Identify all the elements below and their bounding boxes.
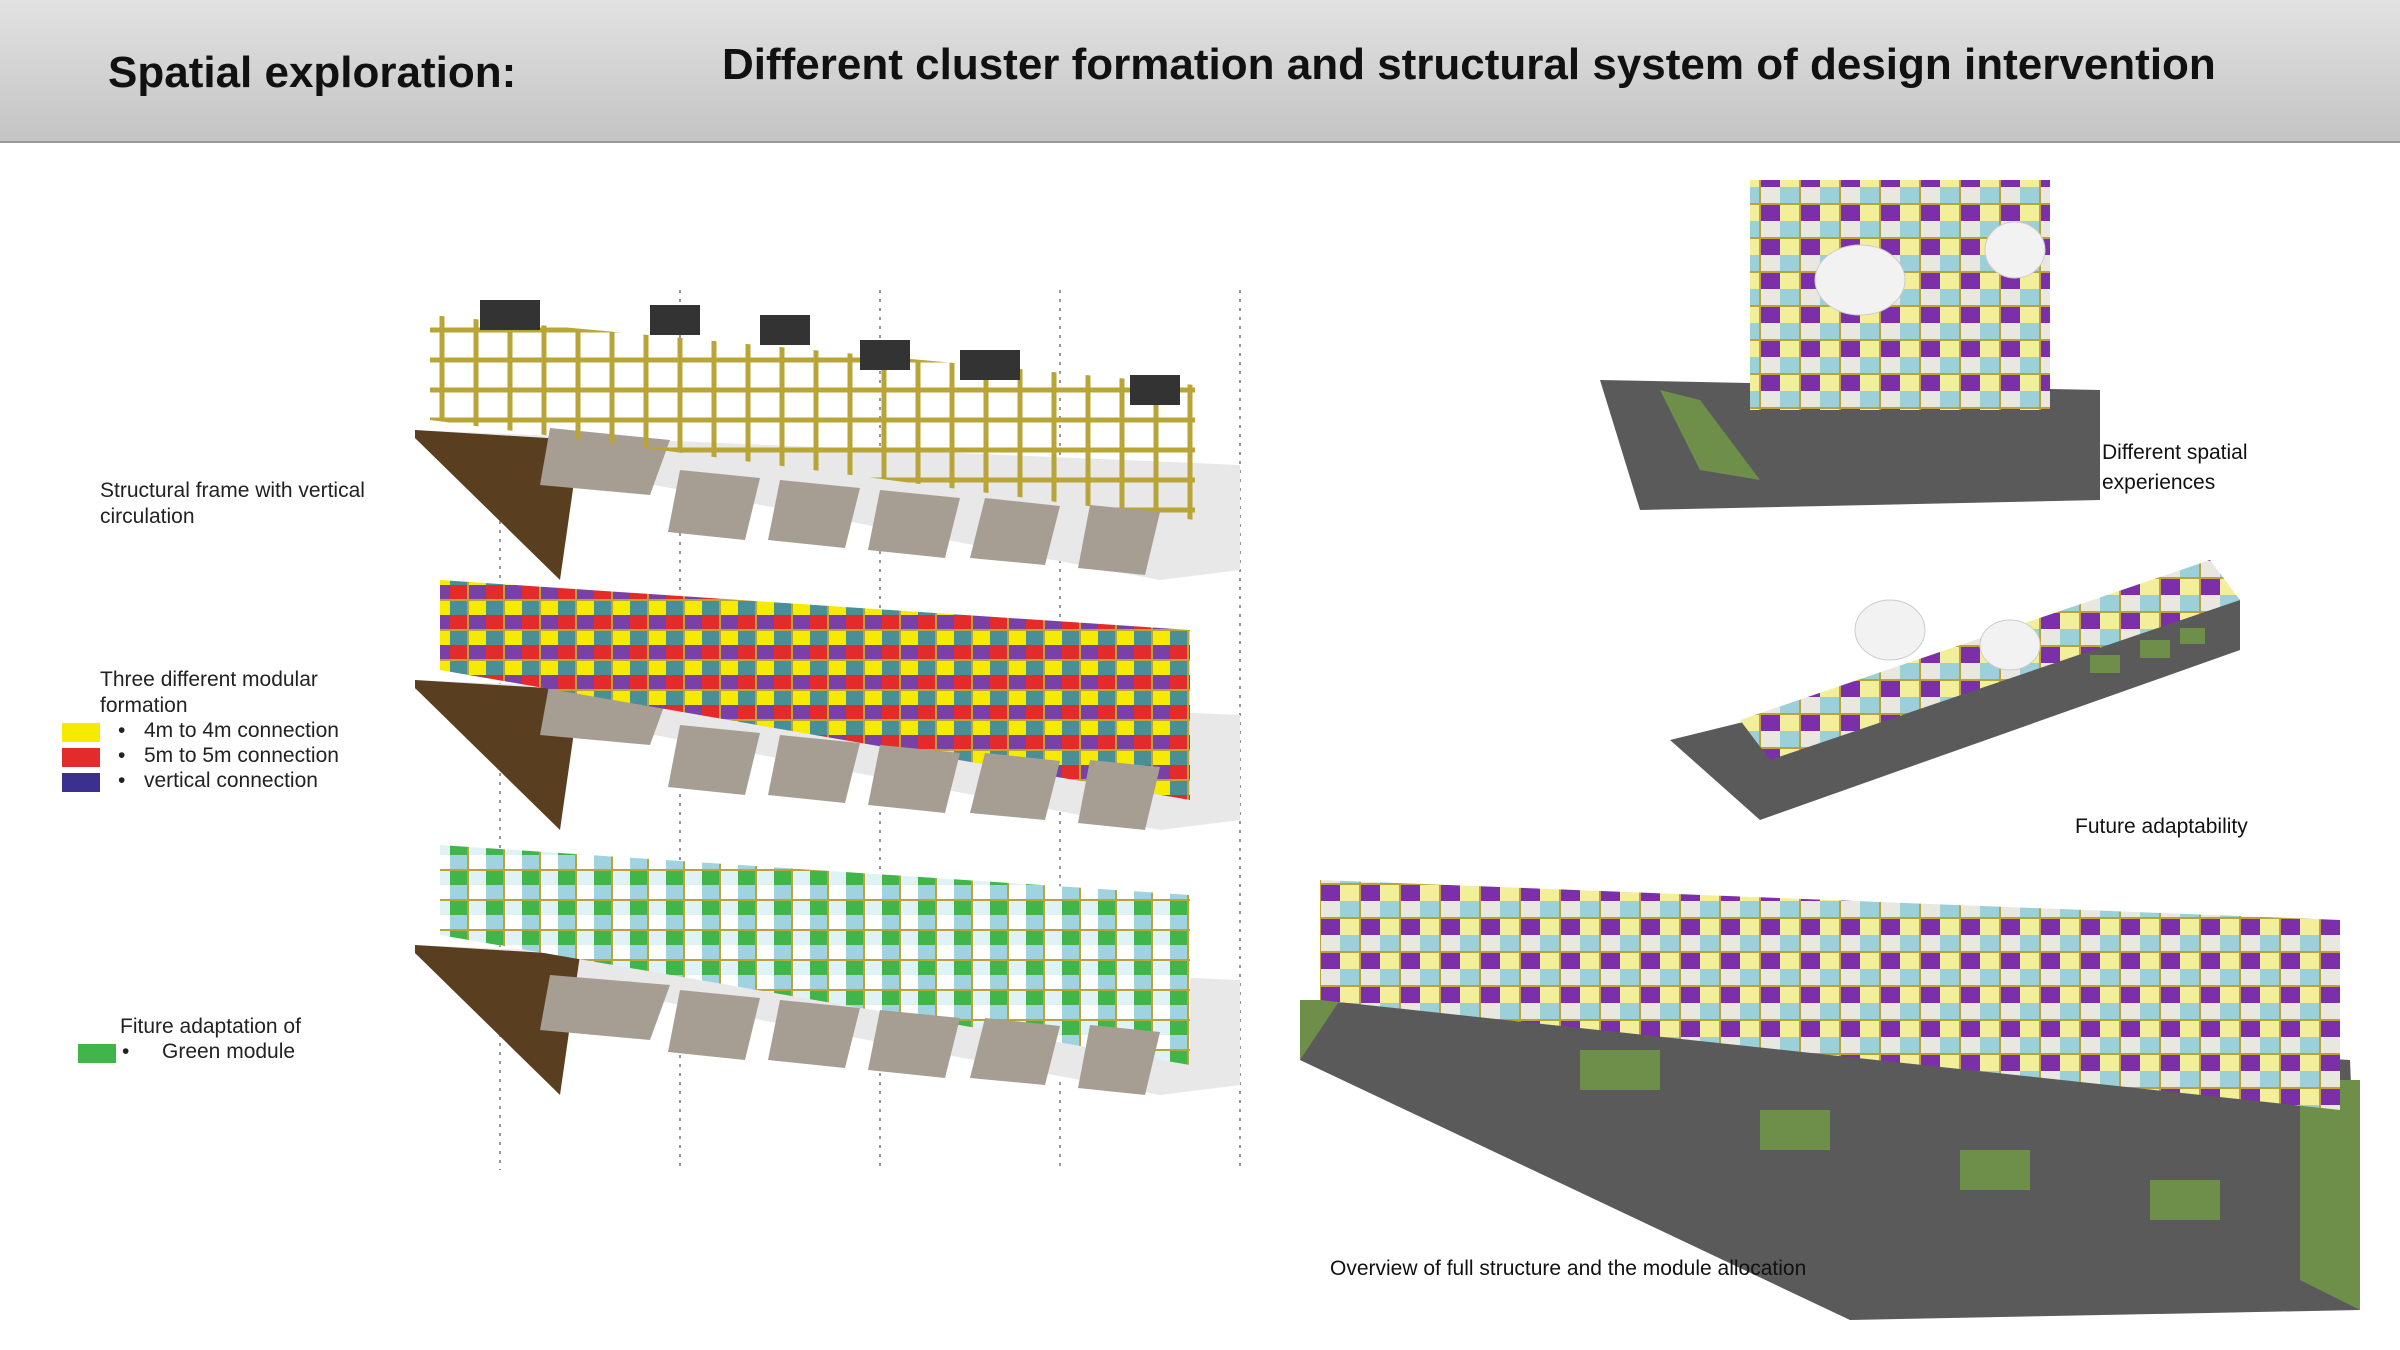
yellow-swatch — [62, 723, 100, 742]
spatial-experience-render — [1600, 180, 2100, 510]
modular-formation-label: Three different modular formation — [100, 668, 318, 717]
page-title: Spatial exploration: — [108, 48, 517, 97]
adaptability-caption: Future adaptability — [2075, 815, 2248, 838]
structural-frame-drawing — [415, 300, 1240, 580]
future-adaptability-render — [1670, 560, 2240, 820]
header-bar: Spatial exploration: Different cluster f… — [0, 0, 2400, 143]
green-swatch — [78, 1044, 116, 1063]
purple-swatch — [62, 773, 100, 792]
overview-render — [1300, 880, 2360, 1320]
red-swatch — [62, 748, 100, 767]
page-subtitle: Different cluster formation and structur… — [722, 40, 2216, 89]
future-adaptation-label: Fiture adaptation of — [120, 1015, 301, 1038]
overview-caption: Overview of full structure and the modul… — [1330, 1257, 1807, 1280]
modular-formation-drawing — [415, 580, 1240, 830]
green-adaptation-drawing — [415, 845, 1240, 1095]
structural-frame-label: Structural frame with vertical circulati… — [100, 479, 365, 528]
spatial-caption: Different spatial experiences — [2102, 441, 2248, 494]
